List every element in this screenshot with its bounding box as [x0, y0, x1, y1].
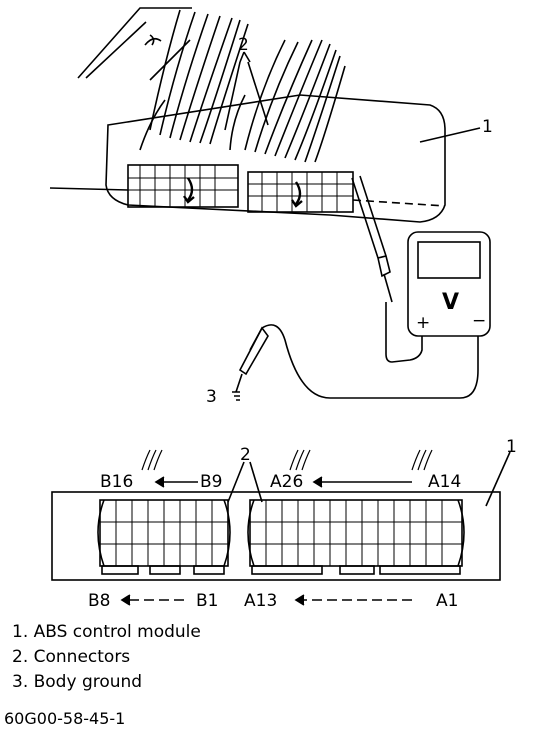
wire-harness-left: [149, 9, 249, 145]
pin-label-a26: A26: [270, 472, 304, 492]
leader-2-bottom: [227, 461, 263, 503]
latch-arrow-left: [186, 177, 194, 201]
callout-1-bottom: 1: [506, 437, 517, 457]
pin-label-b9: B9: [200, 472, 223, 492]
pin-label-a13: A13: [244, 591, 278, 611]
multimeter-body: [407, 231, 491, 337]
leader-1-bottom: [485, 451, 511, 507]
leader-1-top: [419, 127, 481, 143]
meter-minus-label: −: [472, 311, 487, 331]
abs-module-body: [105, 94, 446, 223]
meter-plus-label: +: [416, 313, 431, 333]
figure-id: 60G00-58-45-1: [4, 709, 126, 728]
connector-right: [247, 171, 354, 213]
callout-2-top: 2: [238, 35, 249, 55]
legend-item-ground: 3. Body ground: [12, 672, 143, 692]
pin-label-a14: A14: [428, 472, 462, 492]
meter-unit-label: V: [442, 290, 460, 315]
legend-item-module: 1. ABS control module: [12, 622, 201, 642]
pin-label-b1: B1: [196, 591, 219, 611]
callout-2-bottom: 2: [240, 445, 251, 465]
multimeter-display: [417, 241, 481, 279]
legend-item-connectors: 2. Connectors: [12, 647, 131, 667]
callout-1-top: 1: [482, 117, 493, 137]
ground-probe: [238, 326, 269, 376]
pin-label-b8: B8: [88, 591, 111, 611]
latch-arrow-right: [294, 181, 302, 205]
meter-lead-negative: [249, 324, 479, 399]
leader-2-top: [224, 61, 269, 131]
meter-lead-positive: [385, 302, 423, 363]
callout-3: 3: [206, 387, 217, 407]
abs-module-outline: [51, 491, 501, 581]
test-probe: [351, 175, 391, 278]
pin-label-a1: A1: [436, 591, 459, 611]
mounting-bracket: [77, 7, 192, 81]
bracket-detail-icon: [144, 34, 162, 46]
connector-left: [127, 164, 239, 208]
pin-label-b16: B16: [100, 472, 134, 492]
wire-harness-right: [244, 39, 346, 163]
